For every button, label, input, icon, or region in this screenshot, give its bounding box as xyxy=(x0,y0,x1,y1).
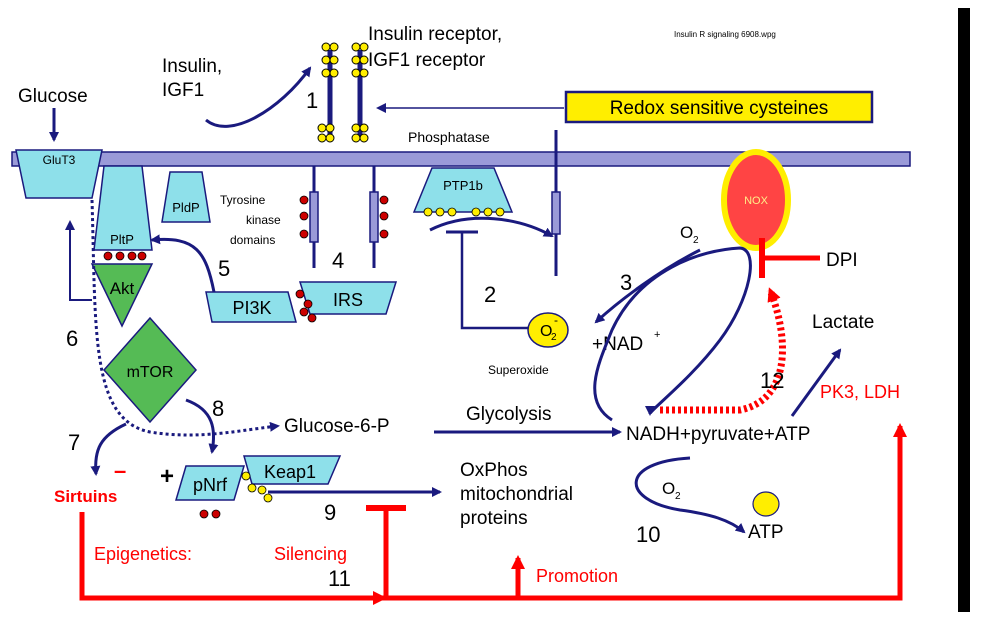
step-6: 6 xyxy=(66,326,78,351)
o2-top-sub: 2 xyxy=(693,235,699,246)
nad-label: +NAD xyxy=(592,334,643,355)
epigenetic-loop-path xyxy=(79,512,387,605)
tyrosine-label-line1: Tyrosine xyxy=(220,193,266,207)
akt-label: Akt xyxy=(110,279,135,298)
pnrf-plus: + xyxy=(160,463,174,490)
epigenetic-right-path xyxy=(384,423,907,601)
insulin-receptor xyxy=(299,42,389,268)
pi3k-label: PI3K xyxy=(232,298,271,318)
oxphos-line2: mitochondrial xyxy=(460,484,573,505)
pyruvate-to-lactate-arrow xyxy=(790,348,842,417)
pldp-label: PldP xyxy=(172,200,199,215)
pnrf-node xyxy=(174,465,246,501)
atp-label: ATP xyxy=(748,522,784,543)
nadh-to-nox-dashed-path xyxy=(660,287,786,414)
o2-bottom-label: O xyxy=(662,479,675,498)
mtor-to-sirtuins-arrow xyxy=(90,422,127,476)
step-4: 4 xyxy=(332,248,344,273)
ligand-binding-arrow xyxy=(205,66,312,128)
step-8: 8 xyxy=(212,396,224,421)
glut3-to-g6p-dotted-path xyxy=(90,199,280,437)
glut3-transporter xyxy=(15,149,103,199)
watermark-text: Insulin R signaling 6908.wpg xyxy=(674,30,776,39)
superoxide-o: O xyxy=(540,323,552,340)
silencing-label: Silencing xyxy=(274,544,347,564)
irs-label: IRS xyxy=(333,290,363,310)
right-edge-bar xyxy=(958,8,970,612)
nox-redox-cycle xyxy=(593,246,752,422)
superoxide-inhibition-line xyxy=(460,232,530,330)
sirtuins-minus: – xyxy=(114,458,126,483)
nox-label: NOX xyxy=(744,195,769,207)
tyrosine-label-line2: kinase xyxy=(246,213,281,227)
receptor-label-line1: Insulin receptor, xyxy=(368,24,502,45)
glycolysis-label: Glycolysis xyxy=(466,404,552,425)
ptp1b-curve-arrow xyxy=(429,216,554,238)
pi3k-to-pltp-arrow xyxy=(150,234,216,293)
redox-box xyxy=(564,90,874,124)
pnrf-beads xyxy=(199,509,221,519)
nadh-to-atp-arrow xyxy=(634,456,746,534)
lactate-label: Lactate xyxy=(812,312,874,333)
step-10: 10 xyxy=(636,522,660,547)
superoxide-small xyxy=(752,491,780,517)
promotion-label: Promotion xyxy=(536,566,618,586)
step-7: 7 xyxy=(68,430,80,455)
nox-to-superoxide-arrow xyxy=(594,248,701,324)
step-1: 1 xyxy=(306,88,318,113)
akt-node xyxy=(90,263,154,328)
glut3-label: GluT3 xyxy=(43,153,76,167)
mtor-node xyxy=(102,316,198,424)
superoxide-sub: 2 xyxy=(551,332,557,343)
akt-to-glut3-arrow xyxy=(65,220,92,301)
nox-enzyme xyxy=(721,149,791,251)
oxphos-line3: proteins xyxy=(460,508,528,529)
keap1-beads xyxy=(241,471,273,503)
step-11: 11 xyxy=(328,566,351,591)
o2-bottom-sub: 2 xyxy=(675,491,681,502)
step-3: 3 xyxy=(620,270,632,295)
mtor-to-pnrf-arrow xyxy=(185,398,219,454)
superoxide-molecule xyxy=(527,312,569,348)
ptp1b-label: PTP1b xyxy=(443,178,483,193)
sirtuins-label: Sirtuins xyxy=(54,487,117,506)
redox-box-label: Redox sensitive cysteines xyxy=(610,98,829,119)
pldp-node xyxy=(161,171,211,223)
pltp-node xyxy=(93,165,153,251)
superoxide-sup: - xyxy=(554,313,558,327)
ptp1b-node xyxy=(412,167,514,213)
cell-membrane xyxy=(11,151,911,167)
pnrf-label: pNrf xyxy=(193,475,228,495)
pi3k-node xyxy=(205,291,297,323)
nad-sup: + xyxy=(654,329,660,341)
receptor-cysteine-beads xyxy=(317,42,369,143)
pltp-beads xyxy=(103,251,147,261)
step-2: 2 xyxy=(484,282,496,307)
mtor-label: mTOR xyxy=(127,364,174,381)
step-12: 12 xyxy=(760,368,784,393)
ligand-label-line2: IGF1 xyxy=(162,80,204,101)
phosphatase-label: Phosphatase xyxy=(408,129,490,145)
ligand-label-line1: Insulin, xyxy=(162,56,222,77)
step-5: 5 xyxy=(218,256,230,281)
tyrosine-label-line3: domains xyxy=(230,233,275,247)
nadh-pyruvate-atp-label: NADH+pyruvate+ATP xyxy=(626,424,810,445)
superoxide-name: Superoxide xyxy=(488,363,549,377)
dpi-label: DPI xyxy=(826,250,858,271)
ptp1b-beads xyxy=(423,207,505,217)
epigenetics-label: Epigenetics: xyxy=(94,544,192,564)
irs-beads xyxy=(295,289,317,323)
glucose6p-label: Glucose-6-P xyxy=(284,416,390,437)
step-9: 9 xyxy=(324,500,336,525)
keap1-label: Keap1 xyxy=(264,462,316,482)
pk3-ldh-label: PK3, LDH xyxy=(820,382,900,402)
pltp-label: PltP xyxy=(110,232,134,247)
oxphos-line1: OxPhos xyxy=(460,460,528,481)
target-receptor-domain xyxy=(551,191,561,235)
receptor-label-line2: IGF1 receptor xyxy=(368,50,486,71)
glucose-label: Glucose xyxy=(18,86,88,107)
o2-top-label: O xyxy=(680,223,693,242)
